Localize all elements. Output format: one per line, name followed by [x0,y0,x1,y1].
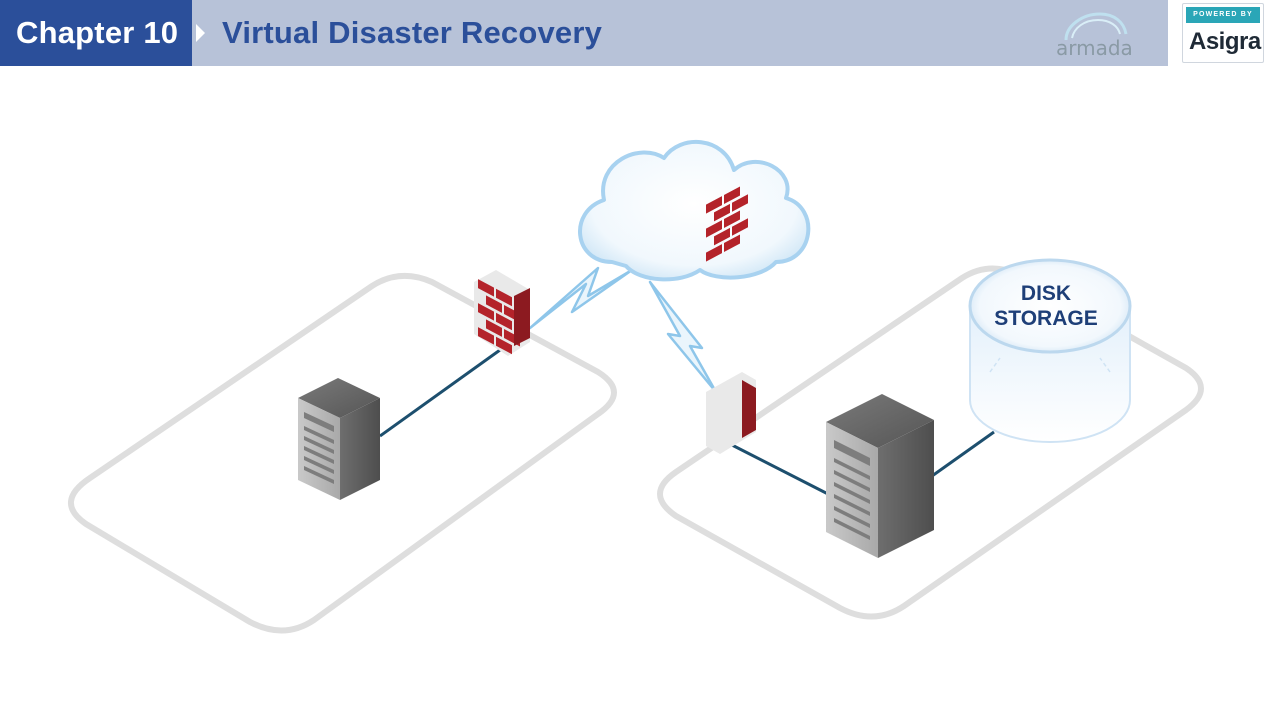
right-server-icon [826,394,934,558]
disk-storage-icon: DISK STORAGE [968,258,1132,443]
left-lightning-link-icon [528,266,634,330]
right-lightning-link-icon [648,280,718,394]
chapter-label: Chapter 10 [0,0,192,66]
cloud-icon [578,139,811,282]
disk-storage-label-line1: DISK [1021,282,1071,305]
asigra-badge: POWERED BY Asigra [1182,3,1264,63]
right-firewall-server-link [729,442,829,496]
armada-logo-text: armada [1056,36,1133,60]
right-server-storage-link [931,430,995,478]
left-site-platform [67,272,617,634]
left-server-icon [298,378,380,500]
left-firewall-icon [474,270,530,356]
header-bar [0,0,1168,66]
chapter-arrow-icon [196,24,205,42]
slide-title: Virtual Disaster Recovery [222,15,603,50]
disk-storage-label-line2: STORAGE [994,307,1097,330]
right-firewall-icon [706,186,756,454]
left-server-firewall-link [379,348,501,438]
powered-by-strip: POWERED BY [1186,7,1260,23]
armada-cloud-logo-icon [1064,12,1128,41]
asigra-logo-text: Asigra [1189,28,1261,55]
